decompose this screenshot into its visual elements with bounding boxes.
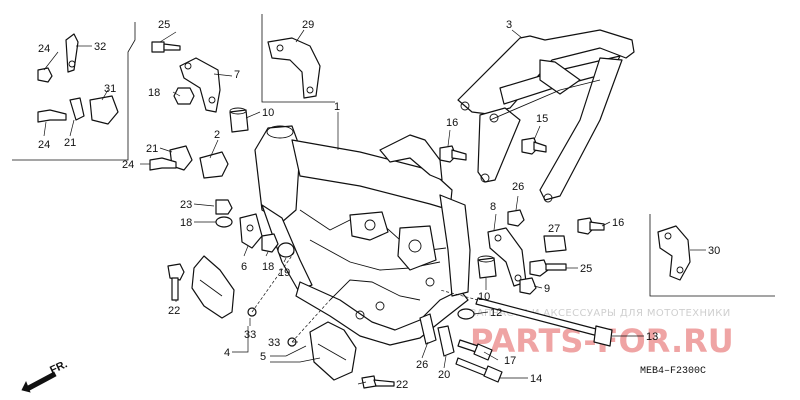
bracket-20 <box>437 325 455 357</box>
group-box-30 <box>649 214 775 297</box>
guard-4 <box>191 255 235 319</box>
callout-25-upper: 25 <box>158 19 170 31</box>
callout-2: 2 <box>214 129 220 141</box>
callout-16-left: 16 <box>446 117 458 129</box>
clamp-21-left <box>69 97 85 121</box>
rear-subframe <box>457 29 635 203</box>
plate-27 <box>543 235 567 253</box>
collar-12 <box>457 308 475 320</box>
watermark-tagline: ЗАПЧАСТИ И АКСЕССУАРЫ ДЛЯ МОТОТЕХНИКИ <box>470 308 731 319</box>
clamp-31 <box>89 95 119 125</box>
callout-10-lower: 10 <box>478 291 490 303</box>
callout-14: 14 <box>530 373 542 385</box>
bolt-15 <box>521 137 547 155</box>
callout-7: 7 <box>234 69 240 81</box>
callout-22-left: 22 <box>168 305 180 317</box>
bolt-24-lower <box>149 157 177 171</box>
callout-30: 30 <box>708 245 720 257</box>
bolt-24-mid <box>37 109 67 123</box>
callout-26-lower: 26 <box>416 359 428 371</box>
leader-lines <box>43 29 706 385</box>
callout-20: 20 <box>438 369 450 381</box>
callout-13: 13 <box>646 331 658 343</box>
bracket-29 <box>267 37 321 99</box>
bracket-7 <box>179 57 221 113</box>
callout-32: 32 <box>94 41 106 53</box>
callout-21-left: 21 <box>64 137 76 149</box>
callout-3: 3 <box>506 19 512 31</box>
callout-25-right: 25 <box>580 263 592 275</box>
plate-6 <box>239 213 263 249</box>
bolt-22-lower <box>361 375 395 389</box>
washer-19 <box>277 242 295 258</box>
callout-10-upper: 10 <box>262 107 274 119</box>
callout-18-upper: 18 <box>148 87 160 99</box>
collar-10-upper <box>229 107 249 133</box>
bracket-2 <box>199 151 229 179</box>
callout-5: 5 <box>260 351 266 363</box>
clip-32 <box>65 33 79 73</box>
plate-26-lower <box>419 313 437 345</box>
callout-6: 6 <box>241 261 247 273</box>
callout-labels: 25 7 18 10 1 3 29 24 32 31 24 21 21 2 24… <box>38 19 720 391</box>
callout-19: 19 <box>278 267 290 279</box>
main-frame <box>254 125 471 346</box>
callout-29: 29 <box>302 19 314 31</box>
callout-23: 23 <box>180 199 192 211</box>
callout-31: 31 <box>104 83 116 95</box>
bolt-16-left <box>439 145 467 163</box>
nut-9 <box>519 277 537 295</box>
callout-21: 21 <box>146 143 158 155</box>
callout-22-lower: 22 <box>396 379 408 391</box>
collar-10-lower <box>477 255 497 279</box>
guard-5 <box>309 321 357 381</box>
callout-16-right: 16 <box>612 217 624 229</box>
bolt-22-left <box>167 263 185 301</box>
group-box-left <box>12 22 136 161</box>
callout-24-lower: 24 <box>122 159 134 171</box>
bolt-16-right <box>577 217 605 235</box>
callout-27: 27 <box>548 223 560 235</box>
callout-18-lower: 18 <box>262 261 274 273</box>
group-box-29 <box>261 14 335 103</box>
callout-24-top: 24 <box>38 43 50 55</box>
callout-26-upper: 26 <box>512 181 524 193</box>
callout-4: 4 <box>224 347 230 359</box>
callout-12: 12 <box>490 307 502 319</box>
nut-18-lower <box>261 233 279 253</box>
bolt-17 <box>457 339 493 361</box>
nut-24-upper <box>37 67 53 83</box>
callout-18-left: 18 <box>180 217 192 229</box>
callout-17: 17 <box>504 355 516 367</box>
nut-23 <box>215 199 233 215</box>
washer-18-left <box>215 216 233 228</box>
nut-26-upper <box>507 209 525 227</box>
bolt-25-upper <box>151 41 181 53</box>
callout-8: 8 <box>490 201 496 213</box>
callout-15: 15 <box>536 113 548 125</box>
callout-1: 1 <box>334 101 340 113</box>
callout-24-mid: 24 <box>38 139 50 151</box>
bolt-14 <box>455 357 503 383</box>
front-direction-label: FR. <box>48 358 69 376</box>
callout-33-right: 33 <box>268 337 280 349</box>
front-direction-arrow: FR. <box>21 358 69 393</box>
callout-33-left: 33 <box>244 329 256 341</box>
bolt-25-right <box>529 259 567 277</box>
bracket-30 <box>657 225 691 281</box>
diagram-code: MEB4–F2300C <box>640 366 706 377</box>
arrow-icon <box>21 371 57 393</box>
callout-9: 9 <box>544 283 550 295</box>
nut-18-upper <box>173 87 195 105</box>
bracket-8 <box>487 227 527 287</box>
pivot-bolt-13 <box>475 297 613 347</box>
